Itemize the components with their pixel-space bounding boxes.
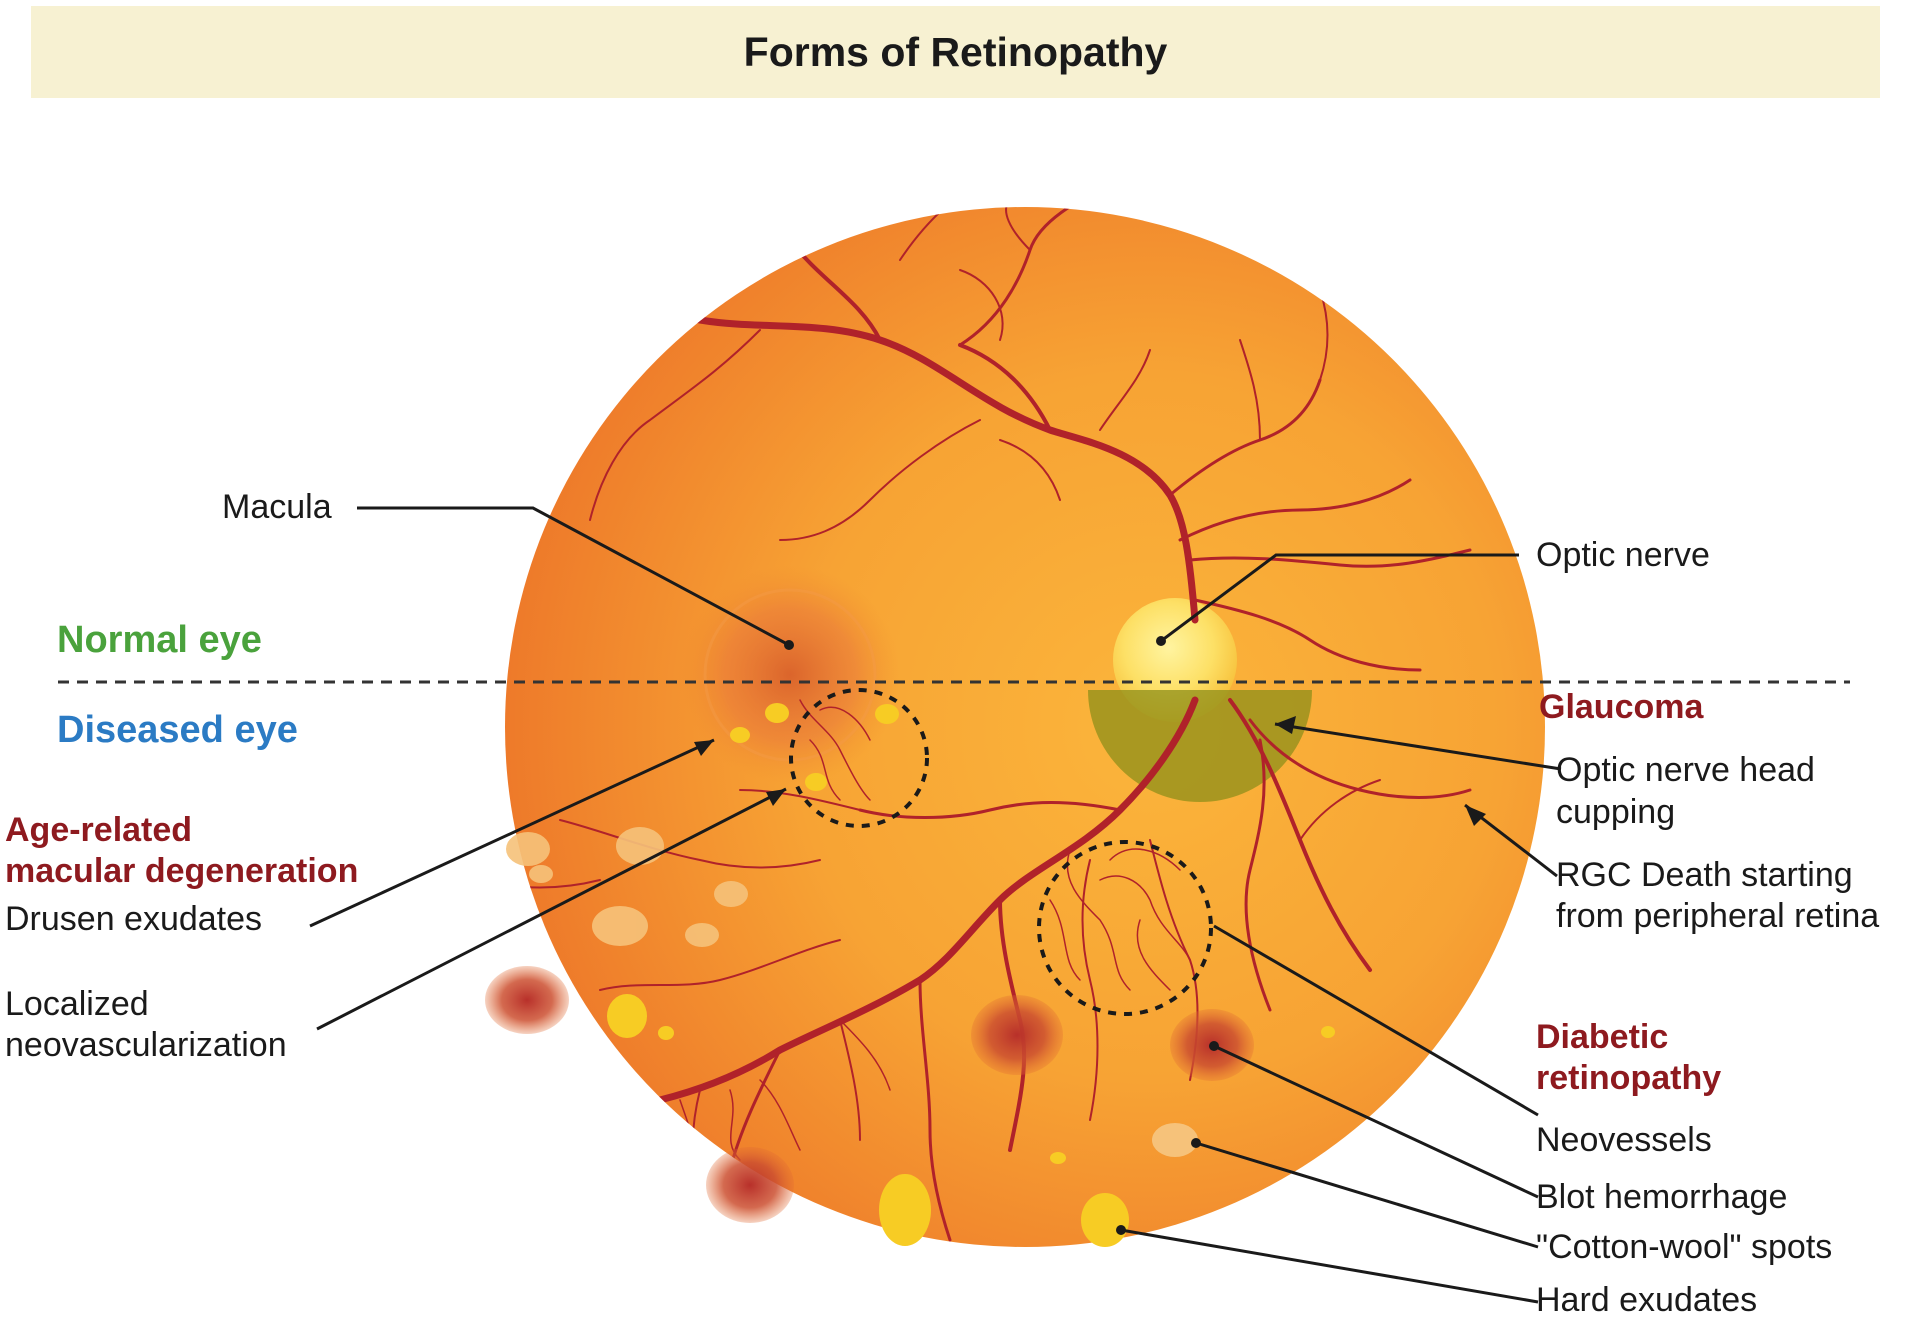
blot-hemorrhage-label: Blot hemorrhage bbox=[1536, 1178, 1788, 1216]
glaucoma-heading: Glaucoma bbox=[1539, 688, 1704, 726]
diseased-eye-label: Diseased eye bbox=[57, 709, 298, 751]
neovascularization-label-line2: neovascularization bbox=[5, 1026, 287, 1064]
fundus-background bbox=[505, 207, 1545, 1247]
title-banner: Forms of Retinopathy bbox=[31, 6, 1880, 98]
diabetic-heading-line1: Diabetic bbox=[1536, 1018, 1669, 1056]
optic-nerve-label: Optic nerve bbox=[1536, 536, 1710, 574]
leader-dots bbox=[784, 636, 1219, 1235]
macula-label: Macula bbox=[222, 488, 332, 526]
macula-exudates bbox=[730, 703, 899, 791]
onh-cupping-label-line1: Optic nerve head bbox=[1556, 751, 1815, 789]
hard-exudates-label: Hard exudates bbox=[1536, 1281, 1758, 1319]
cotton-wool-label: "Cotton-wool" spots bbox=[1536, 1228, 1833, 1266]
amd-neovascular-circle bbox=[789, 688, 929, 828]
rgc-death-label-line2: from peripheral retina bbox=[1556, 897, 1880, 935]
onh-cupping-label-line2: cupping bbox=[1556, 793, 1676, 831]
amd-heading-line1: Age-related bbox=[5, 811, 193, 849]
drusen-label: Drusen exudates bbox=[5, 900, 263, 938]
normal-eye-label: Normal eye bbox=[57, 619, 262, 661]
diabetic-heading-line2: retinopathy bbox=[1536, 1059, 1722, 1097]
neovessels-label: Neovessels bbox=[1536, 1121, 1712, 1159]
macula-halo bbox=[680, 565, 900, 785]
neovascularization-label-line1: Localized bbox=[5, 985, 149, 1023]
blot-hemorrhages bbox=[485, 966, 1254, 1223]
drusen-spots bbox=[506, 827, 748, 947]
leader-arrowheads bbox=[694, 716, 1486, 826]
glaucoma-cup-overlay bbox=[1088, 690, 1312, 802]
rgc-death-label-line1: RGC Death starting bbox=[1556, 856, 1853, 894]
page-title: Forms of Retinopathy bbox=[743, 28, 1168, 75]
cotton-wool-spots bbox=[1152, 1123, 1198, 1157]
amd-heading-line2: macular degeneration bbox=[5, 852, 359, 890]
hard-exudates bbox=[607, 994, 1335, 1247]
leader-lines bbox=[309, 506, 1562, 1304]
diabetic-neovessel-circle bbox=[1037, 840, 1213, 1016]
